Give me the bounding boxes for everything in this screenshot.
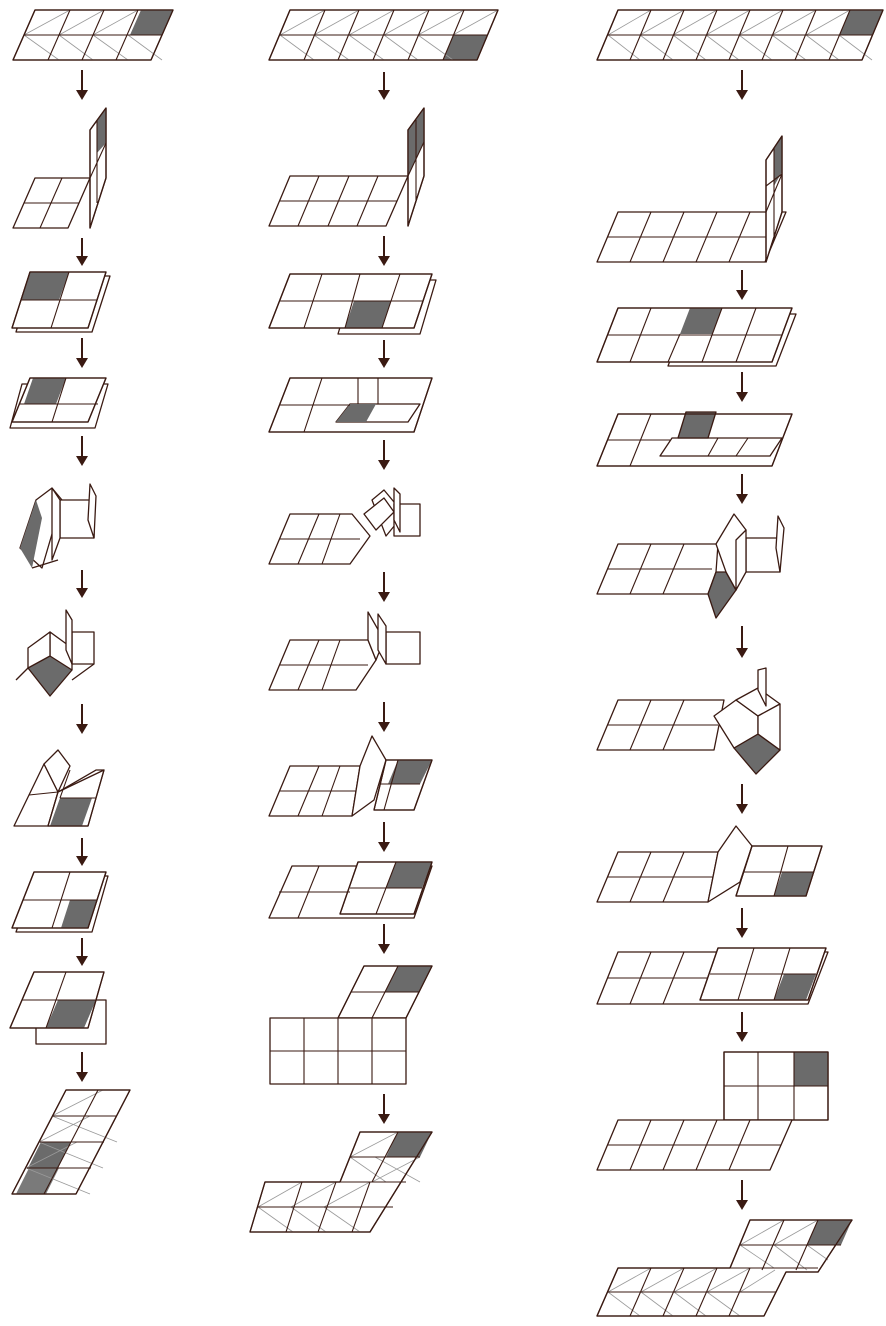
down-arrow-icon <box>378 702 390 732</box>
step-pleat-up <box>20 484 96 568</box>
step-final-unfolded <box>597 1220 852 1316</box>
step-box-form <box>16 610 94 696</box>
step-pleat-up <box>597 514 784 618</box>
down-arrow-icon <box>736 1012 748 1042</box>
step-raise-flap <box>269 108 424 226</box>
step-open-square <box>597 1052 828 1170</box>
down-arrow-icon <box>378 72 390 100</box>
step-fold-half <box>269 274 436 334</box>
down-arrow-icon <box>76 838 88 866</box>
step-squash <box>597 412 792 466</box>
down-arrow-icon <box>736 270 748 300</box>
step-fold-half <box>12 272 110 332</box>
step-final-unfolded <box>250 1132 432 1232</box>
step-fold-flat <box>597 948 828 1004</box>
down-arrow-icon <box>736 474 748 504</box>
step-unfold-side <box>597 826 822 902</box>
column-2-strip-2x6 <box>250 10 498 1232</box>
step-pleat-up <box>269 488 420 564</box>
step-squash <box>10 378 108 428</box>
down-arrow-icon <box>736 372 748 402</box>
step-fold-half <box>597 308 796 366</box>
down-arrow-icon <box>378 822 390 852</box>
step-flat-strip <box>13 10 173 60</box>
step-unfold-side <box>14 750 104 826</box>
down-arrow-icon <box>736 70 748 100</box>
down-arrow-icon <box>378 924 390 954</box>
step-open-square <box>270 966 432 1084</box>
step-reverse-fold <box>10 972 106 1044</box>
down-arrow-icon <box>378 340 390 368</box>
step-flat-strip <box>597 10 883 60</box>
down-arrow-icon <box>76 338 88 368</box>
down-arrow-icon <box>736 908 748 938</box>
down-arrow-icon <box>76 938 88 966</box>
down-arrow-icon <box>76 1052 88 1082</box>
down-arrow-icon <box>76 704 88 734</box>
column-1-strip-2x4 <box>10 10 173 1194</box>
step-raise-flap <box>13 108 106 228</box>
down-arrow-icon <box>76 570 88 598</box>
column-3-strip-2x8 <box>597 10 883 1316</box>
down-arrow-icon <box>736 626 748 658</box>
step-box-form <box>597 668 780 774</box>
step-fold-flat <box>269 862 432 918</box>
step-fold-flat <box>12 872 108 932</box>
down-arrow-icon <box>378 1094 390 1124</box>
step-flat-strip <box>269 10 498 60</box>
down-arrow-icon <box>76 70 88 100</box>
down-arrow-icon <box>378 440 390 470</box>
step-raise-flap <box>597 136 786 262</box>
step-final-unfolded <box>12 1090 130 1194</box>
down-arrow-icon <box>76 436 88 466</box>
down-arrow-icon <box>76 238 88 266</box>
step-unfold-side <box>269 736 432 816</box>
step-squash <box>269 378 432 432</box>
step-box-form <box>269 612 420 690</box>
down-arrow-icon <box>736 1180 748 1210</box>
down-arrow-icon <box>378 572 390 602</box>
down-arrow-icon <box>736 784 748 814</box>
down-arrow-icon <box>378 236 390 266</box>
